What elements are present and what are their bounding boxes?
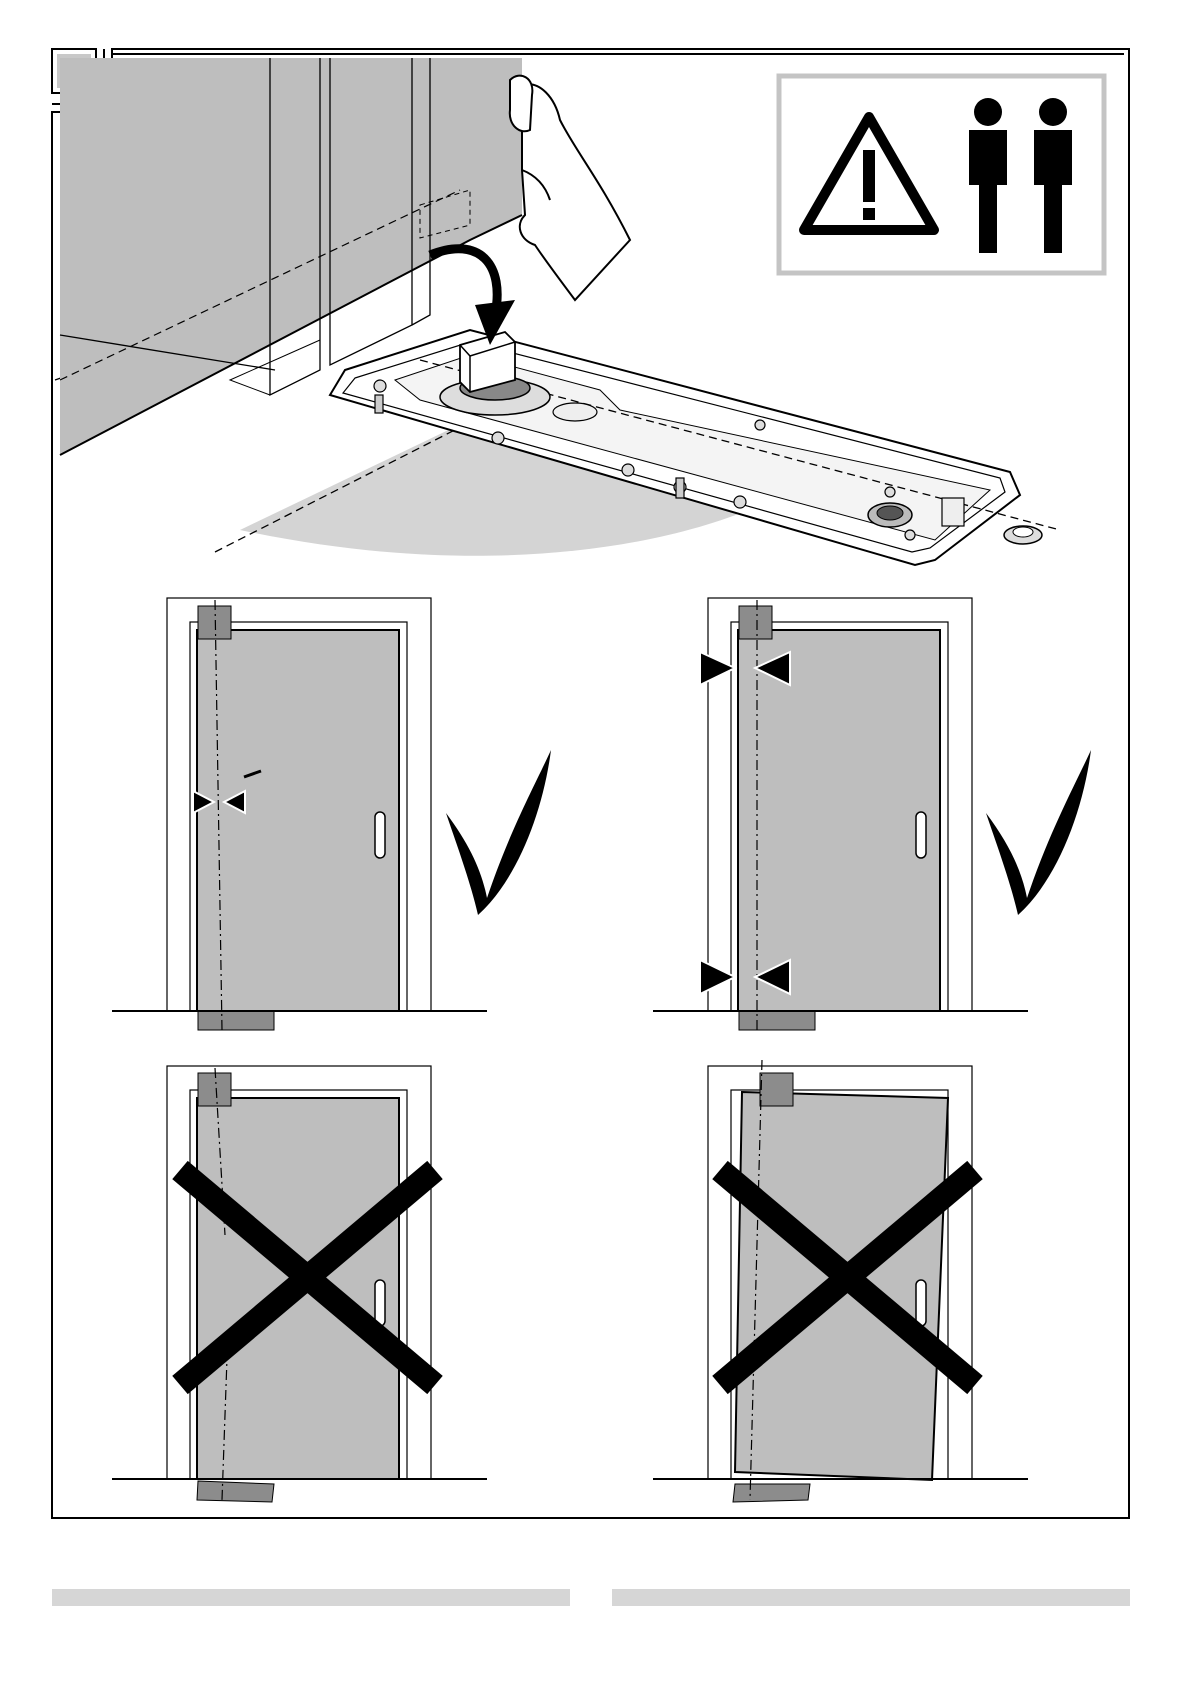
hand-illustration (510, 76, 630, 300)
door-aligned-with-marker-diagram (112, 598, 487, 1030)
check-mark-icon (986, 750, 1091, 915)
door-aligned-top-bottom-diagram (653, 598, 1028, 1030)
two-person-warning-panel (779, 76, 1104, 273)
check-mark-icon (446, 750, 551, 915)
step-number (56, 54, 92, 90)
footer-bar-right (612, 1589, 1130, 1606)
footer-bar-left (52, 1589, 570, 1606)
